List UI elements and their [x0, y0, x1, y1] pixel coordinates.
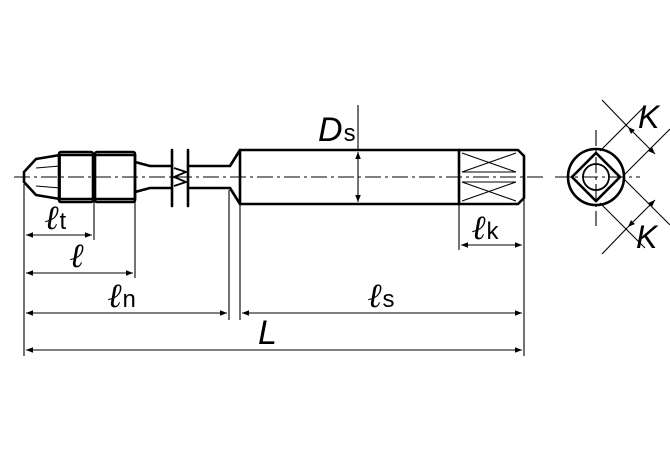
overall-length-label: L: [258, 314, 277, 352]
ln-label: ℓn: [108, 278, 136, 315]
k-top-label: K: [638, 99, 661, 135]
thread-line: [35, 185, 61, 189]
k-bottom-ext-2: [599, 202, 646, 249]
k-bottom-leader: [601, 226, 629, 255]
break-zigzag: [171, 167, 189, 187]
lk-label: ℓk: [472, 210, 500, 247]
neck-bottom: [133, 186, 174, 194]
neck-top-right: [186, 148, 242, 168]
shank-outline-circle: [566, 147, 626, 207]
k-top-dimension-line: [627, 126, 656, 155]
neck-bottom-right: [186, 186, 242, 206]
thread-line: [35, 165, 61, 169]
k-top-ext-2: [623, 128, 670, 176]
length-dimensions: ℓt ℓ ℓn ℓs ℓk L: [23, 184, 525, 356]
thread-groove-2: [93, 150, 137, 204]
square-drive: [570, 151, 622, 203]
thread-groove-1: [57, 150, 95, 204]
lt-label: ℓt: [45, 200, 67, 237]
k-bottom-label: K: [636, 219, 659, 255]
k-top-ext-1: [599, 105, 646, 152]
ds-label: Ds: [318, 111, 356, 149]
k-bottom-dimension-line: [627, 199, 656, 228]
k-top-leader: [601, 99, 629, 128]
square-cross-bottom: [461, 181, 517, 202]
tap-end-view: K K: [555, 99, 670, 255]
chamfer-tip: [22, 153, 62, 201]
neck-top: [133, 160, 174, 168]
square-cross-top: [461, 152, 517, 173]
tap-side-view: Ds: [14, 105, 545, 208]
square-inner-circle: [582, 163, 610, 191]
ls-label: ℓs: [368, 278, 395, 315]
l-label: ℓ: [70, 238, 85, 275]
